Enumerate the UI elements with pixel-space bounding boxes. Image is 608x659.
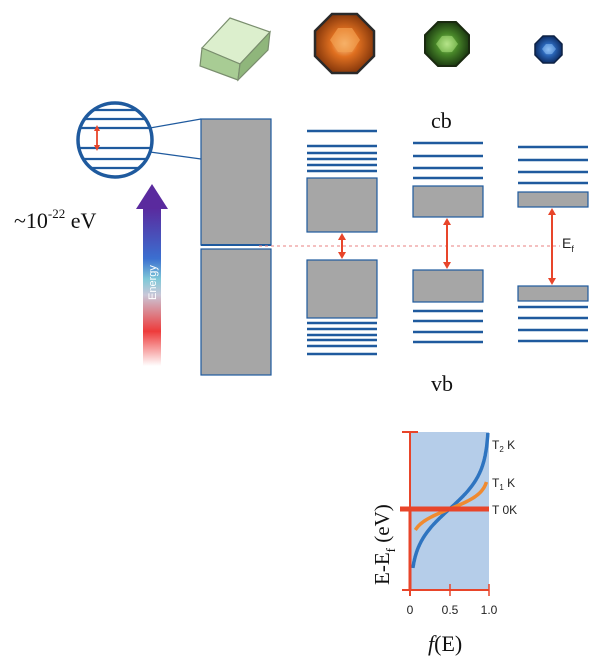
t0-curve-label: T 0K: [492, 503, 517, 517]
x-axis-title: f(E): [428, 631, 462, 656]
t1k-curve: [413, 481, 489, 532]
large-nanoparticle-icon: [313, 12, 376, 75]
conduction-band-label: cb: [431, 108, 452, 133]
magnified-levels-inset: [76, 101, 202, 179]
x-tick-label: 0: [407, 603, 414, 617]
x-tick-label: 0.5: [442, 603, 459, 617]
fermi-dirac-plot: 0 0.5 1.0 T2 K T1 K T 0K E-Ef (eV) f(E): [370, 431, 517, 656]
fermi-level-label: Ef: [562, 235, 574, 254]
energy-arrow-label: Energy: [147, 265, 159, 300]
discrete-energy-levels: [307, 129, 588, 356]
medium-particle-band-column: [412, 185, 484, 303]
t1-curve-label: T1 K: [492, 476, 515, 492]
small-nanoparticle-icon: [534, 35, 563, 64]
bulk-band-column: [200, 118, 272, 376]
valence-band-label: vb: [431, 371, 453, 396]
energy-arrow: Energy: [136, 184, 168, 366]
t2-curve-label: T2 K: [492, 438, 515, 454]
x-tick-label: 1.0: [481, 603, 498, 617]
y-axis-title: E-Ef (eV): [370, 504, 398, 585]
medium-nanoparticle-icon: [424, 21, 470, 67]
bulk-crystal-icon: [199, 17, 272, 82]
level-spacing-label: ~10-22 eV: [14, 206, 97, 233]
large-particle-band-column: [306, 177, 378, 319]
small-particle-band-column: [517, 191, 589, 302]
t2k-curve: [411, 432, 490, 569]
